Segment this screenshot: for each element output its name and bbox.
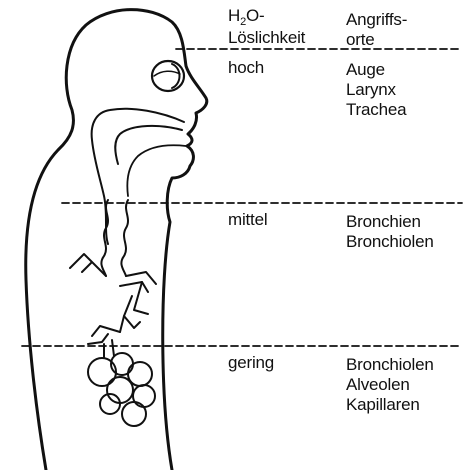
site-item: Bronchien <box>346 212 434 232</box>
zone-high-sites: Auge Larynx Trachea <box>346 60 406 120</box>
solubility-header-line1: H2O- <box>228 6 305 28</box>
site-item: Kapillaren <box>346 395 434 415</box>
eye-icon <box>152 61 184 91</box>
bronchioles <box>88 316 140 344</box>
solubility-header: H2O- Löslichkeit <box>228 6 305 48</box>
site-item: Trachea <box>346 100 406 120</box>
zone-low-solubility: gering <box>228 353 274 373</box>
bronchi-descending <box>120 282 148 332</box>
solubility-header-line2: Löslichkeit <box>228 28 305 48</box>
sites-header: Angriffs- orte <box>346 10 407 50</box>
site-item: Auge <box>346 60 406 80</box>
site-item: Larynx <box>346 80 406 100</box>
sites-header-line1: Angriffs- <box>346 10 407 30</box>
site-item: Bronchiolen <box>346 355 434 375</box>
tongue-line <box>127 145 186 196</box>
zone-high-solubility: hoch <box>228 58 264 78</box>
zone-medium-solubility: mittel <box>228 210 267 230</box>
trachea-right-wall <box>121 200 128 276</box>
alveoli-cluster <box>88 340 155 426</box>
zone-low-sites: Bronchiolen Alveolen Kapillaren <box>346 355 434 415</box>
site-item: Bronchiolen <box>346 232 434 252</box>
sites-header-line2: orte <box>346 30 407 50</box>
zone-medium-sites: Bronchien Bronchiolen <box>346 212 434 252</box>
site-item: Alveolen <box>346 375 434 395</box>
